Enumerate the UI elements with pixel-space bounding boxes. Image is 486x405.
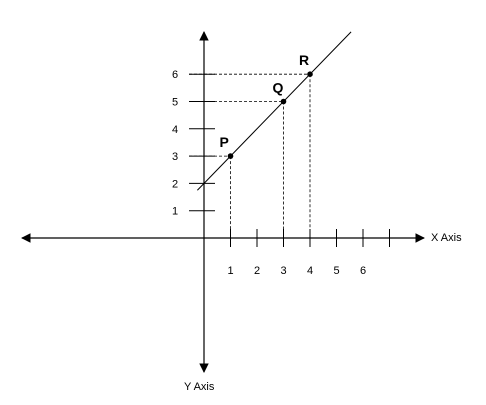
y-tick-label: 3: [172, 151, 178, 163]
guide-lines: [189, 73, 311, 238]
trend-line-group: [197, 31, 352, 191]
y-tick-label: 1: [172, 206, 178, 218]
point-r-label: R: [299, 52, 309, 68]
point-p-label: P: [220, 134, 229, 150]
point-q-label: Q: [273, 80, 284, 96]
point-r-marker: [307, 71, 313, 77]
y-tick-label: 5: [172, 97, 178, 109]
x-axis-label: X Axis: [431, 232, 462, 244]
x-tick-label: 5: [334, 265, 340, 277]
trend-line: [197, 31, 352, 191]
ticks: 1 2 3 4 5 6 1 2 3 4 5 6: [172, 69, 390, 277]
y-tick-label: 6: [172, 69, 178, 81]
y-tick-label: 4: [172, 124, 178, 136]
x-tick-label: 6: [360, 265, 366, 277]
point-p-marker: [227, 153, 234, 159]
y-tick-label: 2: [172, 178, 178, 190]
points: P QR: [220, 52, 313, 159]
point-q-marker: [280, 98, 287, 105]
y-axis-label: Y Axis: [184, 381, 215, 393]
axes: X Axis Y Axis: [21, 31, 462, 393]
x-tick-label: 2: [254, 265, 260, 277]
x-tick-label: 3: [281, 265, 287, 277]
x-tick-label: 4: [307, 265, 313, 277]
x-tick-label: 1: [228, 265, 234, 277]
